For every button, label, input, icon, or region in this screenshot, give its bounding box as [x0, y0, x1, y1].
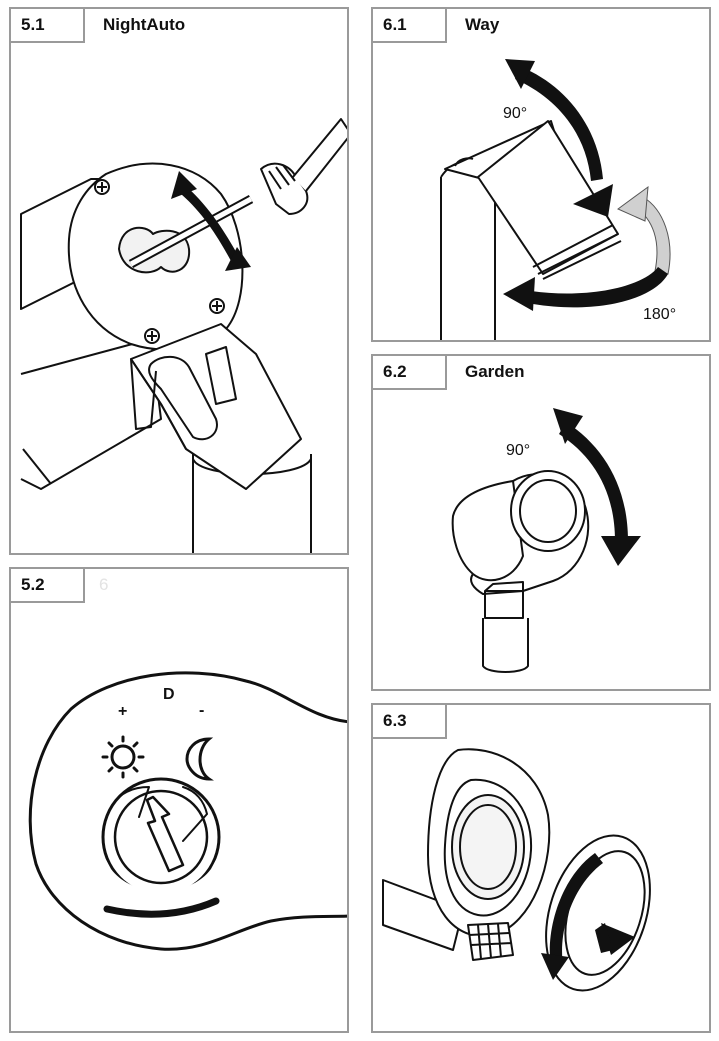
dial-plus: +	[118, 703, 128, 720]
panel-number: 5.2	[11, 569, 85, 603]
angle-180-label: 180°	[643, 306, 677, 323]
panel-number: 6.1	[373, 9, 447, 43]
panel-6-3: 6.3	[371, 703, 711, 1033]
panel-number: 5.1	[11, 9, 85, 43]
panel-6-2: 6.2 Garden 90°	[371, 354, 711, 691]
lens-ring-removal-illustration	[382, 748, 651, 992]
dial-minus: -	[199, 702, 205, 719]
panel-number: 6.2	[373, 356, 447, 390]
panel-5-2: 5.2 6 D + -	[9, 567, 349, 1033]
day-night-dial-illustration	[28, 671, 347, 951]
angle-90-label: 90°	[506, 442, 531, 459]
panel-title: Way	[465, 15, 500, 34]
way-rotation-illustration	[440, 59, 671, 340]
dial-letter-d: D	[163, 686, 175, 703]
garden-rotation-illustration	[451, 408, 641, 673]
panel-number: 6.3	[373, 705, 447, 739]
panel-6-1: 6.1 Way 90° 180°	[371, 7, 711, 342]
panel-title: NightAuto	[103, 15, 186, 34]
angle-90-label: 90°	[503, 105, 528, 122]
panel-5-1: 5.1 NightAuto	[9, 7, 349, 555]
panel-title: 6	[99, 575, 109, 594]
screwdriver-adjust-illustration	[20, 118, 347, 553]
panel-title: Garden	[465, 362, 525, 381]
